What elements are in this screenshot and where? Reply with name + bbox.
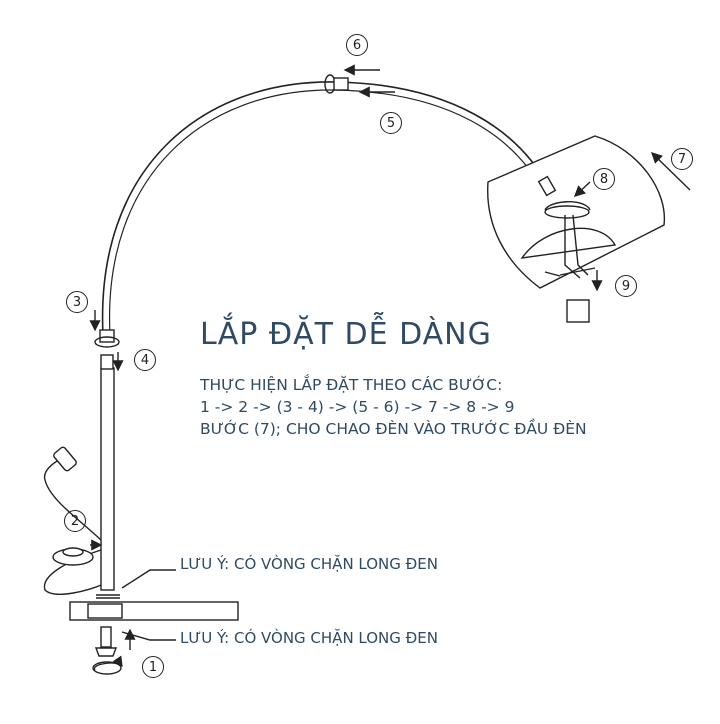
step-5-marker: 5 — [380, 112, 402, 134]
bulb — [566, 299, 590, 323]
step-1-marker: 1 — [142, 656, 164, 678]
pole-joint — [99, 329, 115, 343]
lamp-shade — [520, 227, 617, 259]
step-9-marker: 9 — [615, 275, 637, 297]
vertical-pole — [100, 367, 115, 591]
instruction-line: 1 -> 2 -> (3 - 4) -> (5 - 6) -> 7 -> 8 -… — [200, 398, 515, 416]
step-3-marker: 3 — [66, 291, 88, 313]
step-7-marker: 7 — [671, 148, 693, 170]
arc-pole — [101, 81, 551, 336]
instruction-line: THỰC HIỆN LẮP ĐẶT THEO CÁC BƯỚC: — [200, 376, 503, 394]
instruction-line: BƯỚC (7); CHO CHAO ĐÈN VÀO TRƯỚC ĐẦU ĐÈN — [200, 420, 587, 438]
lamp-shade-box — [487, 135, 666, 289]
page-title: LẮP ĐẶT DỄ DÀNG — [200, 317, 492, 352]
step-4-marker: 4 — [134, 349, 156, 371]
plug — [53, 446, 77, 472]
instructions: THỰC HIỆN LẮP ĐẶT THEO CÁC BƯỚC: 1 -> 2 … — [200, 374, 587, 440]
step-8-marker: 8 — [593, 168, 615, 190]
step-2-marker: 2 — [64, 510, 86, 532]
base-screw — [100, 626, 112, 648]
step-6-marker: 6 — [346, 34, 368, 56]
washer-note-top: LƯU Ý: CÓ VÒNG CHẶN LONG ĐEN — [180, 555, 438, 573]
washer-note-bottom: LƯU Ý: CÓ VÒNG CHẶN LONG ĐEN — [180, 629, 438, 647]
